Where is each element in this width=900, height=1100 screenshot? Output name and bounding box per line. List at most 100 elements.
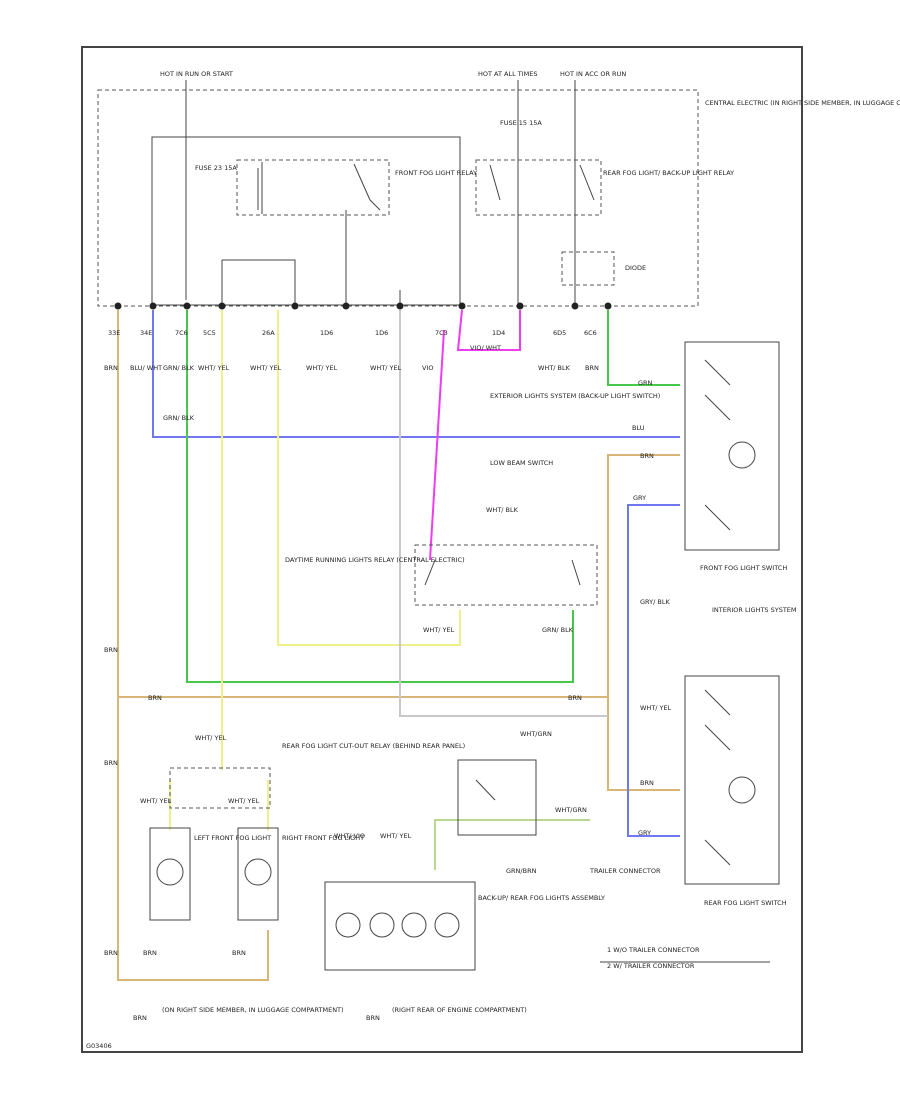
trailer-relay-box <box>457 759 537 836</box>
rear-fog-switch-lamp <box>728 776 756 804</box>
diode-box <box>561 251 615 286</box>
label-rear-fog-relay: REAR FOG LIGHT/ BACK-UP LIGHT RELAY <box>603 169 734 177</box>
wire-wht-yel-c <box>169 780 269 830</box>
legend-line-2: 2 W/ TRAILER CONNECTOR <box>607 962 695 970</box>
wire-label: WHT/ YEL <box>370 364 402 372</box>
outer-frame <box>81 46 803 1053</box>
wire-label: WHT/ YEL <box>640 704 672 712</box>
label-fuse-1: FUSE 23 15A <box>195 164 237 172</box>
label-left-fog: LEFT FRONT FOG LIGHT <box>194 834 271 842</box>
wire-label: WHT/ YEL <box>423 626 455 634</box>
wire-grn-blk <box>186 310 574 683</box>
connector-id: 7C3 <box>435 329 448 337</box>
rear-fog-relay-contact <box>489 164 595 201</box>
label-rear-fog-switch: REAR FOG LIGHT SWITCH <box>704 899 787 907</box>
wire-label: WHT/ YEL <box>306 364 338 372</box>
footer-code: G03406 <box>86 1042 112 1050</box>
label-rear-fog-cutout: REAR FOG LIGHT CUT-OUT RELAY (BEHIND REA… <box>282 742 465 750</box>
wire-brn-left <box>117 310 269 981</box>
label-right-fog: RIGHT FRONT FOG LIGHT <box>282 834 364 842</box>
wire-label: BLU <box>632 424 645 432</box>
wire-label: BRN <box>585 364 599 372</box>
wire-wht-yel-b <box>277 310 461 646</box>
wire-label: WHT/GRN <box>555 806 587 814</box>
label-exterior-lights: EXTERIOR LIGHTS SYSTEM (BACK-UP LIGHT SW… <box>490 392 660 400</box>
front-fog-relay-coil <box>257 162 263 214</box>
label-interior-lights: INTERIOR LIGHTS SYSTEM <box>712 606 797 614</box>
wire-label: WHT/ YEL <box>198 364 230 372</box>
label-central-electric: CENTRAL ELECTRIC (IN RIGHT SIDE MEMBER, … <box>705 99 900 107</box>
wire-blu-right <box>627 504 680 837</box>
cutout-relay-box <box>169 767 271 809</box>
label-drl-relay: DAYTIME RUNNING LIGHTS RELAY (CENTRAL EL… <box>285 556 465 564</box>
wire-label: WHT/ VIO <box>334 832 365 840</box>
wire-label: GRY <box>633 494 646 502</box>
wire-label: BRN <box>104 759 118 767</box>
trailer-relay-contact <box>475 779 496 801</box>
front-fog-switch-contacts <box>704 359 731 531</box>
wire-label: BLU/ WHT <box>130 364 162 372</box>
wire-label: WHT/ YEL <box>228 797 260 805</box>
wire-label: BRN <box>104 949 118 957</box>
wire-label: WHT/ YEL <box>250 364 282 372</box>
wire-label: BRN <box>143 949 157 957</box>
rear-fog-switch-box <box>684 675 780 885</box>
connector-dots <box>114 302 612 310</box>
wire-26a <box>221 259 296 306</box>
connector-id: 26A <box>262 329 275 337</box>
wire-label: WHT/ YEL <box>140 797 172 805</box>
label-hot-run: HOT IN RUN OR START <box>160 70 233 78</box>
label-trailer-conn: TRAILER CONNECTOR <box>589 867 661 875</box>
wire-label: GRY <box>638 829 651 837</box>
connector-id: 33E <box>108 329 120 337</box>
drl-relay-box <box>414 544 598 606</box>
label-front-fog-relay: FRONT FOG LIGHT RELAY <box>395 169 477 177</box>
connector-id: 34E <box>140 329 152 337</box>
wire-label: GRN/BRN <box>506 867 537 875</box>
label-front-fog-switch: FRONT FOG LIGHT SWITCH <box>700 564 787 572</box>
wire-grn-brn <box>434 819 590 870</box>
wire-label: WHT/ YEL <box>380 832 412 840</box>
label-hot-all: HOT AT ALL TIMES <box>478 70 538 78</box>
connector-id: 6D5 <box>553 329 566 337</box>
connector-id: 1D4 <box>492 329 505 337</box>
left-fog-light-lamp <box>156 858 184 886</box>
fuse-relay-group-left <box>151 136 461 306</box>
wire-label: BRN <box>104 364 118 372</box>
label-ground-2: (RIGHT REAR OF ENGINE COMPARTMENT) <box>392 1006 527 1014</box>
wire-brn-rear <box>607 697 680 791</box>
backup-assembly-box <box>324 881 476 971</box>
label-diode: DIODE <box>625 264 646 272</box>
wire-label: BRN <box>148 694 162 702</box>
front-fog-relay-box <box>236 159 390 216</box>
wire-label: BRN <box>640 779 654 787</box>
front-fog-relay-contact <box>353 163 381 211</box>
central-electric-box <box>97 89 699 307</box>
wire-label: GRN/ BLK <box>163 364 195 372</box>
connector-id: 1D6 <box>320 329 333 337</box>
front-fog-switch-box <box>684 341 780 551</box>
label-fuse-2: FUSE 15 15A <box>500 119 542 127</box>
label-low-beam: LOW BEAM SWITCH <box>490 459 553 467</box>
rear-fog-relay-box <box>475 159 602 216</box>
wire-vio <box>429 309 521 561</box>
wire-label: GRN/ BLK <box>163 414 195 422</box>
wire-label: BRN <box>104 646 118 654</box>
wire-label: GRN <box>638 379 653 387</box>
backup-assembly-lamps <box>335 912 460 938</box>
wire-label: WHT/ BLK <box>486 506 519 514</box>
wire-label: GRY/ BLK <box>640 598 670 606</box>
connector-id: 5C5 <box>203 329 216 337</box>
wire-label: BRN <box>232 949 246 957</box>
wire-brn-horizontal <box>118 454 680 698</box>
wire-label: BRN <box>640 452 654 460</box>
wire-label: BRN <box>568 694 582 702</box>
wire-grn-right <box>607 310 680 386</box>
wire-wht-vio <box>399 310 608 717</box>
connector-id: 6C6 <box>584 329 597 337</box>
drl-relay-contacts <box>424 559 581 586</box>
right-fog-light-lamp <box>244 858 272 886</box>
connector-id: 1D6 <box>375 329 388 337</box>
wire-label: VIO <box>422 364 433 372</box>
